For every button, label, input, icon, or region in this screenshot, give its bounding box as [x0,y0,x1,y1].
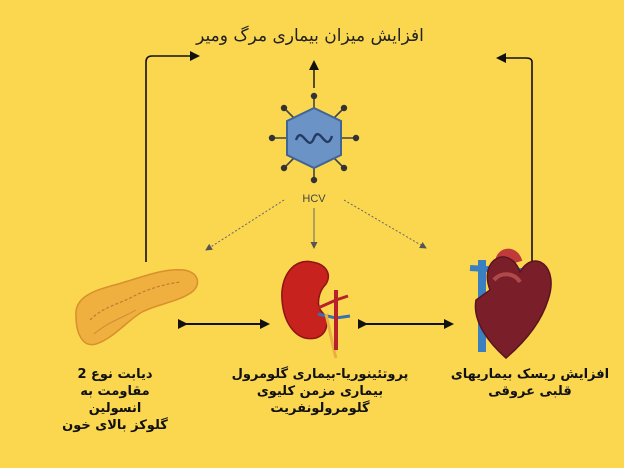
heart-icon [469,248,552,359]
pancreas-line: مقاومت به [80,384,150,399]
heart-line: افزایش ریسک بیماریهای [450,367,610,382]
hcv-virus-icon [268,92,360,184]
heart-effects-label: افزایش ریسک بیماریهای قلبی عروقی [440,366,620,400]
kidney-effects-label: پروتئینوریا-بیماری گلومرول بیماری مزمن ک… [210,366,430,417]
heart-line: قلبی عروقی [488,384,572,399]
arrow-virus-to-heart [343,199,427,249]
pancreas-line: دیابت نوع 2 [77,367,153,382]
pancreas-line: انسولین [88,401,142,416]
diagram-title: افزایش میزان بیماری مرگ ومیر [196,26,424,46]
arrow-pancreas-to-title [145,51,200,262]
kidney-icon [281,260,351,359]
arrow-virus-to-pancreas [205,199,285,251]
kidney-line: گلومرولونفریت [270,401,370,416]
kidney-line: پروتئینوریا-بیماری گلومرول [231,367,409,382]
pancreas-icon [75,269,199,346]
virus-label: HCV [302,193,326,205]
pancreas-line: گلوکز بالای خون [62,418,168,433]
arrow-heart-to-title [496,53,533,262]
pancreas-effects-label: دیابت نوع 2 مقاومت به انسولین گلوکز بالا… [40,366,190,434]
kidney-line: بیماری مزمن کلیوی [256,384,384,399]
